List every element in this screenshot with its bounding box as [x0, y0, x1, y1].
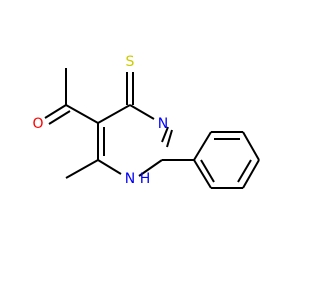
sulfur-atom-label: S — [126, 54, 135, 70]
molecule-diagram: O S N N H — [0, 0, 300, 300]
bond-c6-methyl — [65, 159, 99, 179]
phenyl-bond-6 — [193, 159, 212, 189]
bond-c5-c4 — [97, 104, 131, 124]
phenyl-inner-bond-2 — [237, 159, 252, 183]
bond-n1-c6 — [97, 159, 122, 175]
phenyl-inner-bond-3 — [200, 159, 215, 183]
oxygen-atom-label: O — [32, 116, 43, 132]
bond-n3-c2-b — [166, 129, 173, 148]
bond-carbonyl-ring — [65, 104, 99, 124]
phenyl-bond-4 — [242, 159, 260, 189]
phenyl-bond-1 — [193, 131, 212, 161]
phenyl-bond-3 — [242, 131, 260, 161]
hydrogen-atom-label: H — [140, 171, 151, 187]
bond-carbonyl-oxygen-b — [48, 110, 71, 125]
background — [0, 0, 300, 300]
bond-c2-n1 — [138, 159, 163, 177]
bond-carbonyl-oxygen-a — [44, 104, 67, 119]
bond-n3-c2-a — [161, 126, 169, 143]
bond-c4-n3 — [129, 104, 155, 120]
nitrogen-atom-label-bottom: N — [125, 171, 135, 187]
nitrogen-atom-label-top: N — [158, 116, 168, 132]
